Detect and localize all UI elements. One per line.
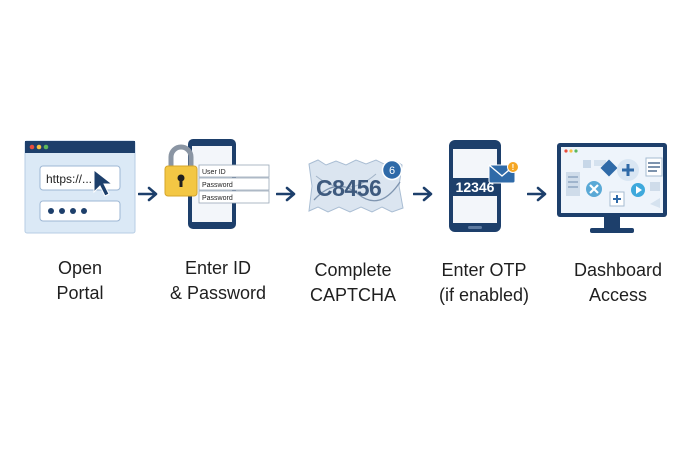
otp-phone-icon: 12346 ! [449,140,519,232]
password-field-label-2: Password [202,195,233,202]
password-field-label: Password [202,182,233,189]
otp-code-text: 12346 [456,179,495,195]
refresh-badge: 6 [389,165,395,177]
step-4-caption: Enter OTP (if enabled) [438,260,530,305]
url-text: https://... [46,172,92,186]
arrow-right-icon [276,186,296,202]
notification-badge: ! [512,163,515,172]
step-2-caption: Enter ID & Password [169,258,267,303]
browser-window-icon: https://... [24,140,136,234]
arrow-right-icon [413,186,433,202]
padlock-phone-icon: User ID Password Password [164,139,270,229]
arrow-right-icon [527,186,547,202]
step-1-caption: Open Portal [56,258,104,303]
captcha-text: C8456 [316,175,381,201]
arrow-right-icon [138,186,158,202]
step-3-caption: Complete CAPTCHA [309,260,396,305]
captcha-icon: C8456 6 [308,159,404,213]
dashboard-monitor-icon [557,143,667,233]
user-id-field-label: User ID [202,169,226,176]
step-5-caption: Dashboard Access [573,260,663,305]
